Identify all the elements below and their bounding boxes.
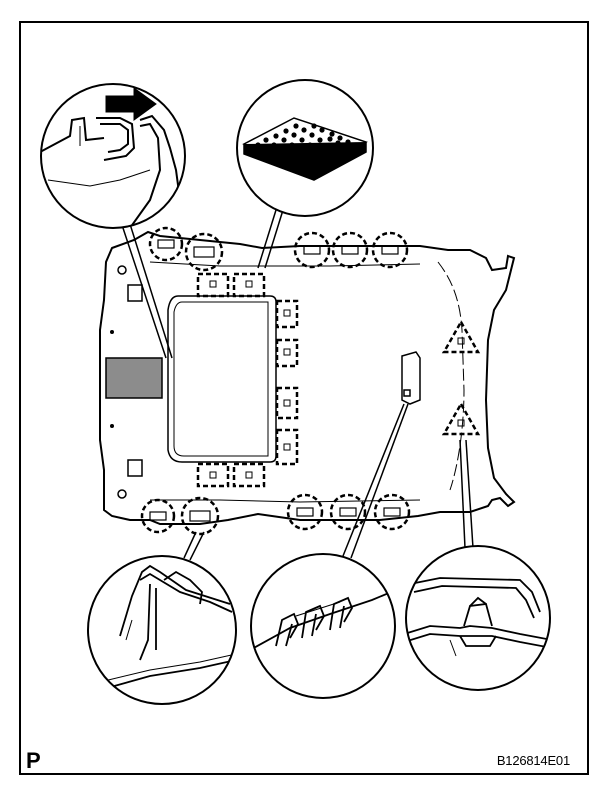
right-side-triangle-centers [457,337,465,427]
retainer-clip-icon [406,577,550,657]
velcro-detail-callout [236,79,374,217]
right-side-triangle-markers [441,319,481,436]
overhead-bracket-detail-callout [250,553,396,699]
clip-detail-callout [40,83,186,229]
figure-frame [19,21,589,775]
top-edge-clip-markers [148,226,409,272]
bottom-edge-clip-bodies [149,507,401,522]
left-lower-bracket [127,459,143,477]
sunroof-opening [167,295,277,463]
headliner-panel [99,230,516,525]
front-clip-detail-callout [87,555,237,705]
edge-clip-icon [99,564,236,691]
rear-opening [105,357,163,399]
left-upper-hole [117,265,127,275]
sunroof-clip-markers [196,272,299,488]
side-clip-detail-callout [405,545,551,691]
left-mid-hole-2 [110,424,114,428]
push-arrow-icon [105,87,157,121]
sunroof-clip-centers [209,280,291,479]
bracket-clip-icon [251,589,395,651]
bottom-edge-clip-markers [140,493,411,536]
figure-id-label: B126814E01 [496,753,570,768]
callout-leader-lines [121,209,474,561]
view-indicator-letter: P [26,748,41,773]
left-mid-hole-1 [110,330,114,334]
hook-and-loop-fastener-icon [242,117,368,181]
left-lower-hole [117,489,127,499]
top-edge-clip-bodies [157,239,399,258]
left-upper-bracket [127,284,143,302]
dome-lamp-bracket [401,351,421,405]
